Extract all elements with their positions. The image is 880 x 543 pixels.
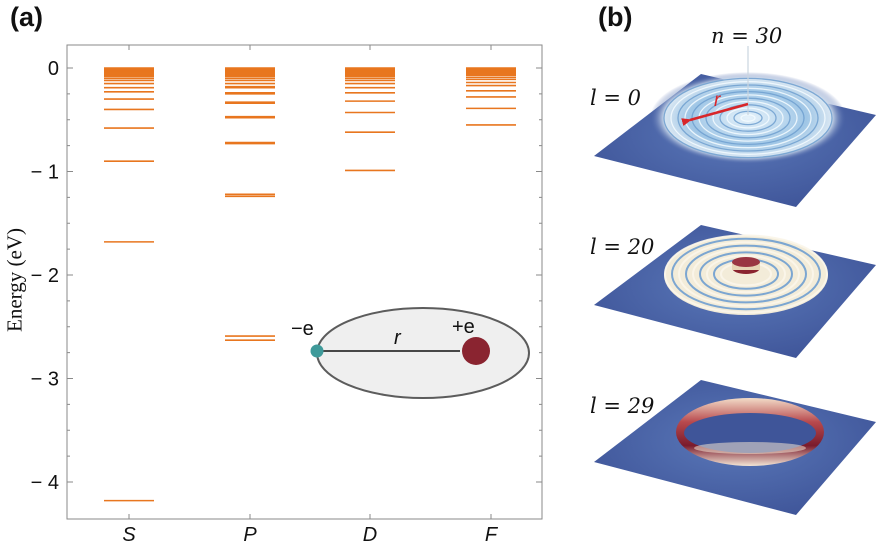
x-tick-label-s: S <box>122 524 136 543</box>
panel-b-label: (b) <box>598 2 633 32</box>
panel-a-label: (a) <box>10 2 43 32</box>
surface-l20-label: l = 20 <box>590 235 655 259</box>
surface-l20-center-top <box>732 257 760 267</box>
electron-label: −e <box>291 318 314 340</box>
surface-l20-ring <box>678 241 814 307</box>
x-tick-label-d: D <box>363 524 377 543</box>
surface-l20-ring <box>699 251 793 297</box>
surface-l0-rings <box>663 77 833 159</box>
surface-l29-torus-rim <box>694 442 806 454</box>
exciton-inset: −e +e r <box>291 307 530 399</box>
surface-l0: r <box>594 46 876 207</box>
surface-l0-label: l = 0 <box>590 86 642 110</box>
surface-l29-label: l = 29 <box>590 394 655 418</box>
surface-l29-torus-hole <box>684 413 816 453</box>
surface-l20-ring <box>685 244 807 304</box>
x-tick-label-p: P <box>243 524 257 543</box>
surface-l20-rings <box>664 234 828 314</box>
inset-radius-label: r <box>394 327 402 349</box>
y-axis-ticks: 0 − 1 − 2 − 3 − 4 <box>31 58 542 494</box>
electron-dot <box>310 344 324 358</box>
proton-label: +e <box>452 316 475 338</box>
y-tick-label: 0 <box>48 58 59 80</box>
surface-l20-ring <box>664 234 828 314</box>
y-tick-label: − 1 <box>31 162 59 184</box>
y-tick-label: − 2 <box>31 265 59 287</box>
n-value-label: n = 30 <box>711 24 783 48</box>
surface-l0-radius-label: r <box>714 90 721 111</box>
surface-l20 <box>594 225 876 358</box>
surface-l20-ring <box>671 237 821 311</box>
surface-l20-ring <box>706 254 786 294</box>
surface-l0-radius-arrow <box>681 102 749 126</box>
proton-dot <box>462 337 490 365</box>
y-tick-label: − 3 <box>31 369 59 391</box>
surface-l20-ring <box>692 248 800 300</box>
plot-frame <box>66 44 543 520</box>
x-tick-label-f: F <box>485 524 499 543</box>
orbit-ellipse <box>316 307 530 399</box>
energy-levels <box>104 67 516 502</box>
y-tick-label: − 4 <box>31 472 59 494</box>
surface-l29 <box>594 380 876 515</box>
